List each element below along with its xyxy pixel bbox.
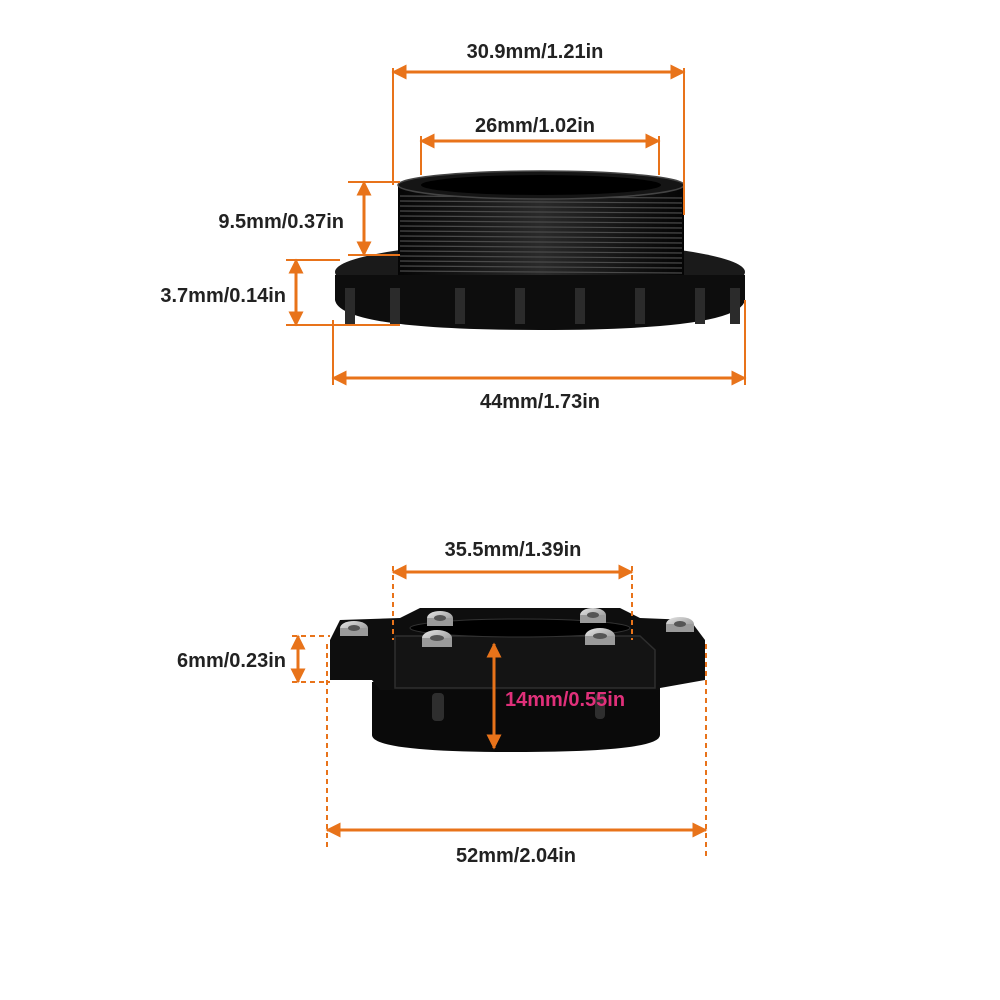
thread-ridge: [399, 245, 683, 249]
thread-ridge: [399, 220, 683, 224]
dim-thread-height: [348, 180, 400, 257]
bolt-head: [580, 608, 606, 623]
label-total-width: 52mm/2.04in: [456, 845, 576, 867]
cylinder-slot: [595, 693, 605, 719]
flange-notch: [390, 288, 400, 324]
thread-ridge: [399, 265, 683, 269]
flange-notch: [575, 288, 585, 324]
thread-ridge: [399, 235, 683, 239]
dim-plate-thickness: [290, 634, 330, 684]
thread-ridge: [399, 255, 683, 259]
thread-ridge: [399, 210, 683, 214]
bolt-head: [427, 611, 453, 626]
label-thread-height: 9.5mm/0.37in: [218, 211, 344, 233]
dim-flange-height: [286, 258, 400, 327]
thread-ridge: [399, 225, 683, 229]
flange-notches: [345, 288, 740, 324]
label-flange-width: 44mm/1.73in: [480, 391, 600, 413]
flange-notch: [345, 288, 355, 324]
thread-ridge: [399, 260, 683, 264]
label-flange-height: 3.7mm/0.14in: [160, 285, 286, 307]
dim-inner-diameter: [419, 133, 661, 175]
plate-inner-ring: [409, 618, 631, 638]
thread-ridge: [399, 270, 683, 274]
bolted-flange: [330, 608, 705, 752]
bolt-head: [422, 630, 452, 647]
adapter-thread: [397, 170, 685, 275]
flange-notch: [455, 288, 465, 324]
thread-ridge: [399, 200, 683, 204]
label-outer-thread-width: 30.9mm/1.21in: [467, 41, 604, 63]
flange-notch: [515, 288, 525, 324]
dimension-lines: [286, 64, 747, 858]
label-bolt-span: 35.5mm/1.39in: [445, 539, 582, 561]
flange-notch: [695, 288, 705, 324]
label-total-height: 14mm/0.55in: [505, 689, 625, 711]
bolt-head: [340, 621, 368, 636]
bolt-head: [585, 628, 615, 645]
thread-ridge: [399, 215, 683, 219]
thread-ridge: [399, 250, 683, 254]
label-inner-diameter: 26mm/1.02in: [475, 115, 595, 137]
flange-notch: [635, 288, 645, 324]
dim-outer-thread-width: [391, 64, 686, 215]
thread-lines: [399, 195, 683, 274]
dim-total-width: [325, 644, 708, 858]
thread-ridge: [399, 240, 683, 244]
dim-flange-width: [331, 300, 747, 386]
flange-notch: [730, 288, 740, 324]
bolt-head: [666, 617, 694, 632]
thread-ridge: [399, 205, 683, 209]
cylinder-slot: [432, 693, 444, 721]
dim-bolt-span: [391, 564, 634, 640]
thread-ridge: [399, 230, 683, 234]
label-plate-thickness: 6mm/0.23in: [177, 650, 286, 672]
threaded-adapter: [335, 170, 745, 330]
